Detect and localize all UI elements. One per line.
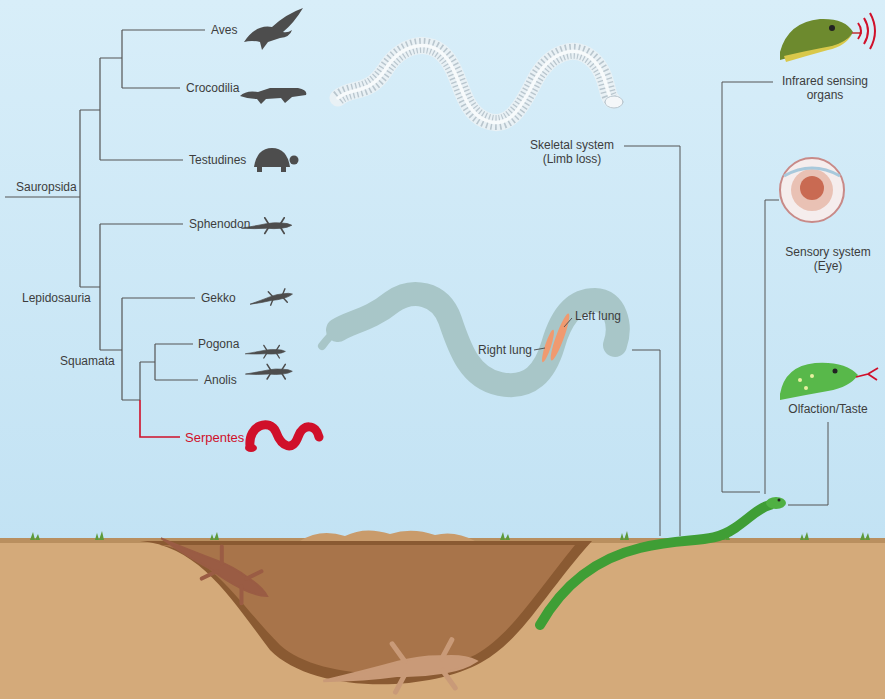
taxon-label: Pogona <box>198 337 239 351</box>
clade-label: Squamata <box>60 354 115 368</box>
snake-skeleton <box>338 46 623 123</box>
trait-label: Skeletal system (Limb loss) <box>522 138 622 166</box>
leader-line <box>788 422 828 505</box>
taxon-label: Anolis <box>204 373 237 387</box>
leader-line <box>632 350 660 536</box>
taxon-label: Gekko <box>201 291 236 305</box>
soil-mound <box>300 530 475 541</box>
clade-label: Lepidosauria <box>22 291 91 305</box>
part-label: Left lung <box>575 309 621 323</box>
lung-leaders <box>534 318 572 350</box>
trait-label: Olfaction/Taste <box>778 402 878 416</box>
bird-silhouette <box>244 8 303 50</box>
taxon-silhouettes <box>240 8 319 452</box>
infrared-icon <box>780 13 875 62</box>
burrowing-lizard <box>154 517 276 613</box>
ground <box>0 517 885 699</box>
eye-icon <box>780 158 844 222</box>
taxon-label: Sphenodon <box>189 217 250 231</box>
leader-line <box>624 146 680 536</box>
grass <box>30 531 870 540</box>
tree-branches <box>5 30 205 400</box>
crocodile-silhouette <box>240 88 306 104</box>
serpentes-branch <box>140 400 180 437</box>
green-snake <box>540 497 786 625</box>
trait-label: Infrared sensing organs <box>775 74 875 102</box>
taxon-label: Serpentes <box>185 430 244 445</box>
left-lung <box>548 312 573 362</box>
part-label: Right lung <box>478 343 532 357</box>
clade-label: Sauropsida <box>16 180 77 194</box>
trait-label: Sensory system (Eye) <box>778 245 878 273</box>
pogona-silhouette <box>245 345 285 358</box>
anolis-silhouette <box>245 364 292 379</box>
leader-line <box>765 200 779 494</box>
snake-silhouette <box>245 425 319 452</box>
phylogeny-tree <box>5 30 205 437</box>
turtle-silhouette <box>254 148 299 172</box>
taxon-label: Testudines <box>189 153 246 167</box>
taxon-label: Aves <box>211 23 237 37</box>
burrowing-lizard <box>321 638 478 697</box>
lung-snake <box>322 294 618 385</box>
taxon-label: Crocodilia <box>186 81 239 95</box>
gecko-silhouette <box>248 288 293 309</box>
olfaction-icon <box>780 363 878 400</box>
